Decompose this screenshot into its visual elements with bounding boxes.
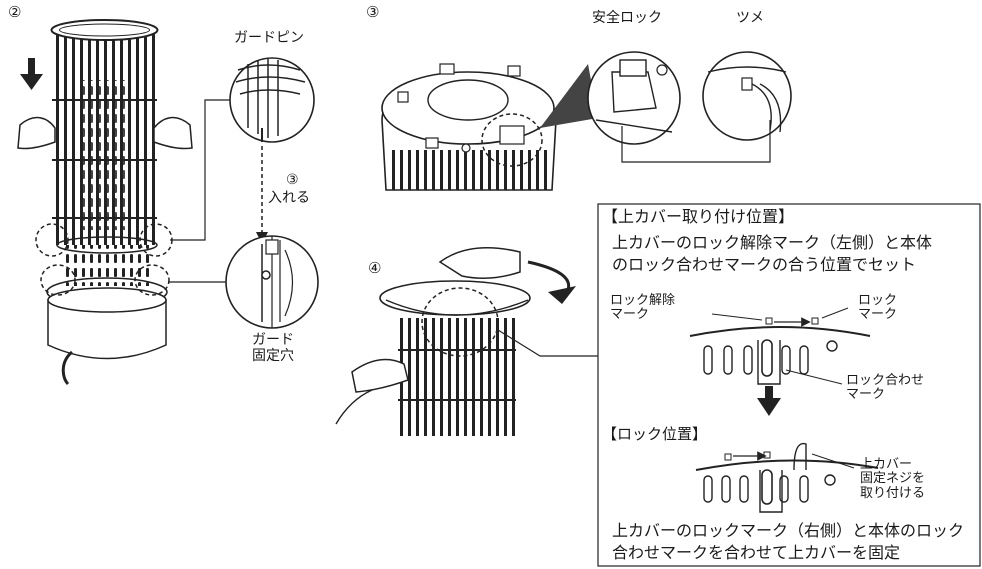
box-desc-line1: 上カバーのロック解除マーク（左側）と本体 bbox=[612, 233, 933, 252]
claw-label: ツメ bbox=[736, 10, 764, 26]
lock-mark-label: ロック マーク bbox=[858, 293, 898, 323]
step-3-number: ③ bbox=[366, 3, 380, 21]
align-mark-label: ロック合わせ マーク bbox=[846, 373, 925, 403]
lock-position-heading: 【ロック位置】 bbox=[602, 425, 708, 443]
safety-lock-label: 安全ロック bbox=[592, 10, 662, 26]
left-hand-icon bbox=[17, 116, 56, 150]
guard-pin-zoom bbox=[229, 57, 315, 143]
step2-illustration bbox=[17, 19, 319, 386]
step-2-number: ② bbox=[8, 3, 22, 21]
insert-label: 入れる bbox=[268, 190, 310, 206]
box-heading: 【上カバー取り付け位置】 bbox=[602, 207, 795, 226]
screw-label: 上カバー 固定ネジを 取り付ける bbox=[860, 457, 926, 501]
info-box-border bbox=[597, 203, 981, 567]
unlock-mark-label: ロック解除 マーク bbox=[610, 293, 676, 323]
side-hand-icon bbox=[351, 358, 409, 393]
insert-step-number: ③ bbox=[286, 172, 299, 188]
step-4-number: ④ bbox=[368, 259, 382, 277]
guard-hole-zoom bbox=[225, 235, 319, 329]
step3-illustration bbox=[381, 51, 792, 191]
box-desc-line2: のロック合わせマークの合う位置でセット bbox=[612, 255, 917, 274]
mark-diagram-set bbox=[689, 307, 879, 513]
guard-pin-label: ガードピン bbox=[234, 30, 304, 46]
guard-hole-label: ガード 固定穴 bbox=[252, 332, 294, 365]
right-hand-icon bbox=[153, 116, 193, 150]
top-hand-icon bbox=[438, 247, 521, 279]
footer-line2: 合わせマークを合わせて上カバーを固定 bbox=[612, 543, 901, 562]
step4-illustration bbox=[335, 247, 598, 436]
footer-line1: 上カバーのロックマーク（右側）と本体のロック bbox=[612, 521, 965, 540]
